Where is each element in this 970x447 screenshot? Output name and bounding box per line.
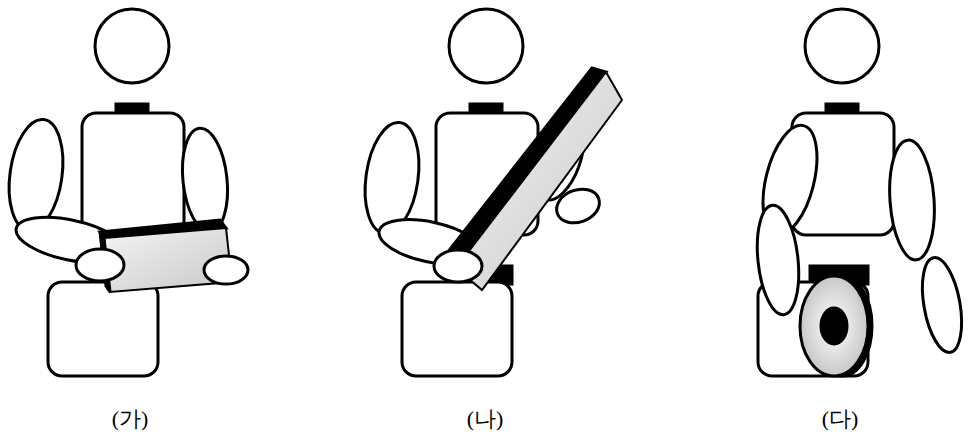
figure-label: (다) [822, 404, 859, 434]
figure-na [358, 9, 622, 376]
figure-label: (나) [467, 404, 504, 434]
figure-ga [2, 9, 248, 376]
figure-da [752, 9, 968, 376]
figure-label: (가) [112, 404, 149, 434]
